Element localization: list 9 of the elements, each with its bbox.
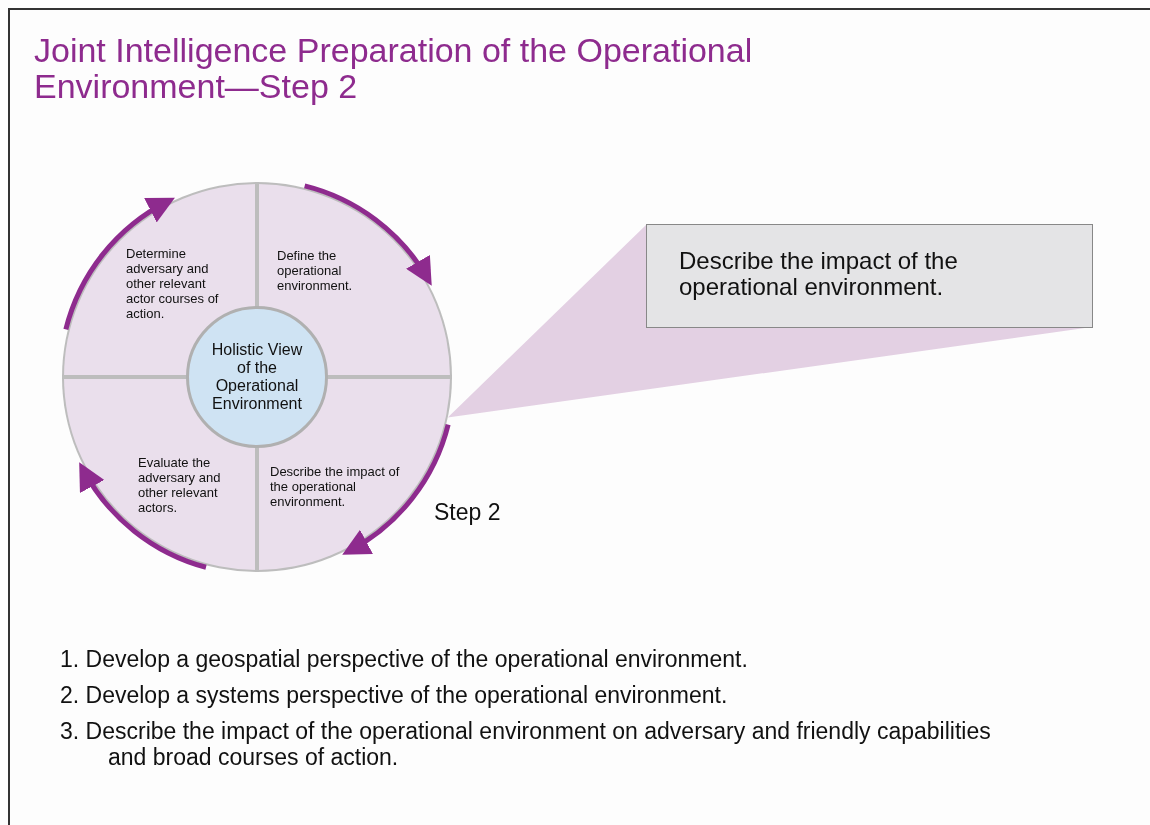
list-item: 1. Develop a geospatial perspective of the operational environment. xyxy=(60,646,749,672)
list-item: 3. Describe the impact of the operational environment on adversary and friendly capabilities and broad courses of action. xyxy=(60,718,992,770)
step-text: Evaluate the adversary and other relevant actors. xyxy=(138,455,222,515)
list-item: 2. Develop a systems perspective of the operational environment. xyxy=(60,682,729,708)
title: Joint Intelligence Preparation of the Operational Environment—Step 2 xyxy=(34,32,754,104)
step-text: Define the operational environment. xyxy=(277,248,354,293)
step-label: Step 2 xyxy=(434,499,501,526)
step-text: Describe the impact of the operational environment. xyxy=(270,464,401,509)
callout-box: Describe the impact of the operational environment. xyxy=(646,224,1093,328)
